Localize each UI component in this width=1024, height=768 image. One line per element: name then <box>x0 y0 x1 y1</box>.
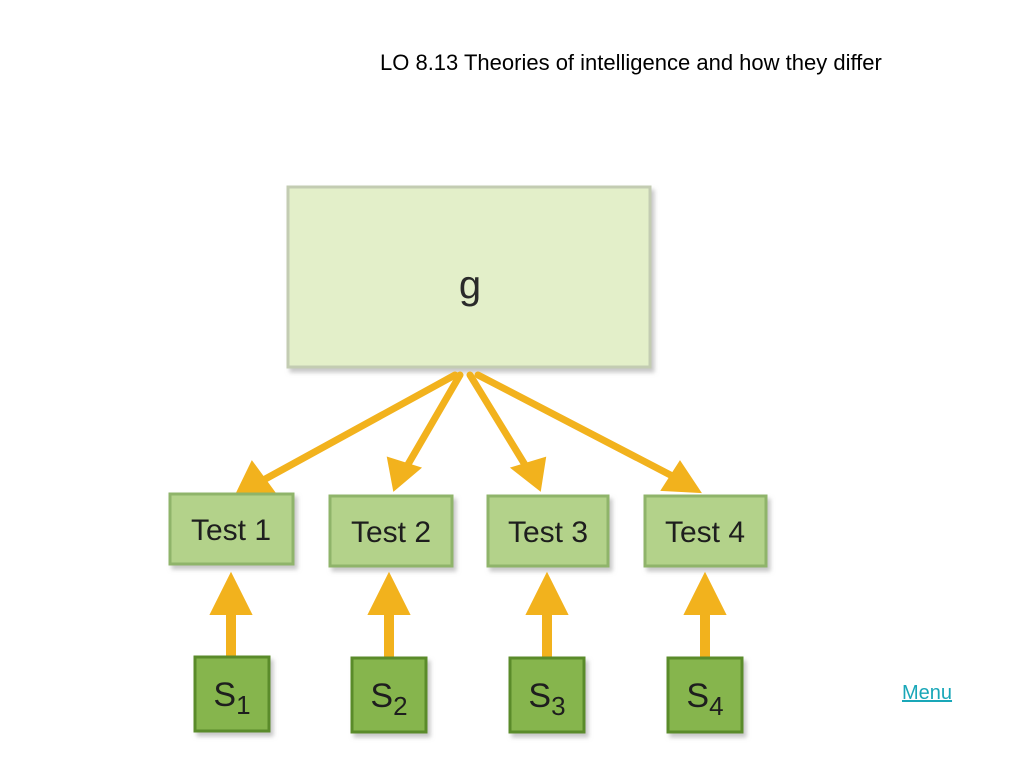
specific-factor-nodes: S1 S2 S3 S4 <box>193 655 744 734</box>
general-factor-node: g <box>286 185 652 369</box>
specific-factor-box <box>508 656 586 734</box>
test-nodes: Test 1 Test 2 Test 3 Test 4 <box>168 492 768 568</box>
s-to-test-arrows <box>209 571 727 658</box>
test-label: Test 4 <box>665 516 745 549</box>
specific-factor-label: S1 <box>213 676 250 720</box>
specific-factor-node: S1 <box>193 655 271 733</box>
test-label: Test 3 <box>508 516 588 549</box>
specific-factor-node: S2 <box>350 656 428 734</box>
general-factor-box <box>286 185 652 369</box>
arrow-g-test3 <box>466 371 534 477</box>
general-factor-label: g <box>459 263 481 307</box>
specific-factor-base: S <box>370 677 393 715</box>
arrow-g-test1 <box>254 371 459 487</box>
specific-factor-base: S <box>213 676 236 714</box>
test-node: Test 1 <box>168 492 295 566</box>
menu-link[interactable]: Menu <box>902 682 953 704</box>
arrowhead-test2 <box>386 456 423 492</box>
arrowhead-s2 <box>367 571 411 615</box>
specific-factor-label: S4 <box>686 677 723 721</box>
arrowhead-test4 <box>660 460 702 494</box>
specific-factor-label: S3 <box>528 677 565 721</box>
specific-factor-base: S <box>528 677 551 715</box>
test-label: Test 1 <box>191 514 271 547</box>
specific-factor-box <box>193 655 271 733</box>
test-box <box>328 494 454 568</box>
specific-factor-subscript: 1 <box>236 690 250 720</box>
specific-factor-base: S <box>686 677 709 715</box>
test-box <box>643 494 768 568</box>
arrowhead-s4 <box>683 571 727 615</box>
test-label: Test 2 <box>351 516 431 549</box>
specific-factor-subscript: 3 <box>551 691 565 721</box>
test-node: Test 4 <box>643 494 768 568</box>
specific-factor-label: S2 <box>370 677 407 721</box>
specific-factor-subscript: 2 <box>393 691 407 721</box>
specific-factor-box <box>350 656 428 734</box>
g-to-test-arrows <box>234 371 702 497</box>
specific-factor-box <box>666 656 744 734</box>
arrowhead-s3 <box>525 571 569 615</box>
specific-factor-node: S4 <box>666 656 744 734</box>
test-node: Test 2 <box>328 494 454 568</box>
arrowhead-s1 <box>209 571 253 615</box>
test-box <box>168 492 295 566</box>
arrowhead-test3 <box>509 456 547 492</box>
specific-factor-node: S3 <box>508 656 586 734</box>
specific-factor-subscript: 4 <box>709 691 723 721</box>
arrow-g-test2 <box>399 371 464 477</box>
test-node: Test 3 <box>486 494 610 568</box>
arrow-g-test4 <box>474 371 684 484</box>
slide-title: LO 8.13 Theories of intelligence and how… <box>380 50 882 75</box>
test-box <box>486 494 610 568</box>
